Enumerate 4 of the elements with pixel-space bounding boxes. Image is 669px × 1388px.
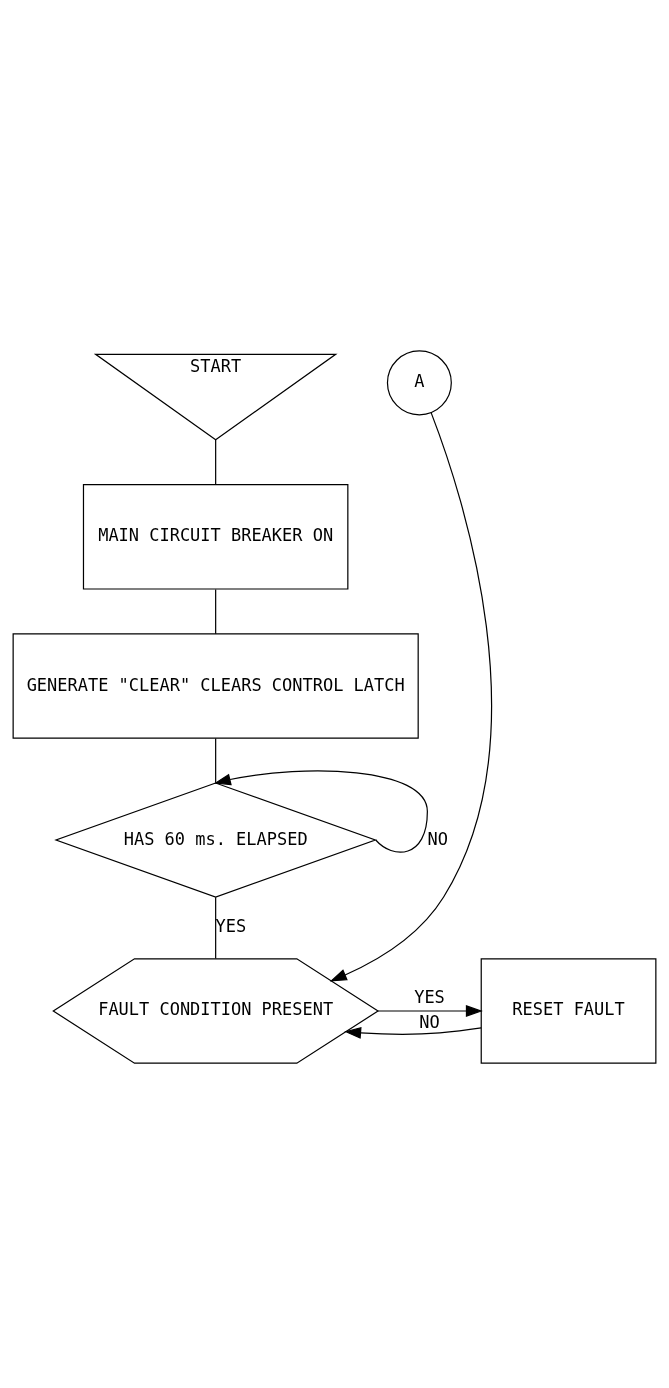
edge-label: NO <box>419 1011 440 1032</box>
edge-label: YES <box>215 915 247 936</box>
edge-label: YES <box>414 986 445 1007</box>
edge-label: NO <box>427 828 448 849</box>
